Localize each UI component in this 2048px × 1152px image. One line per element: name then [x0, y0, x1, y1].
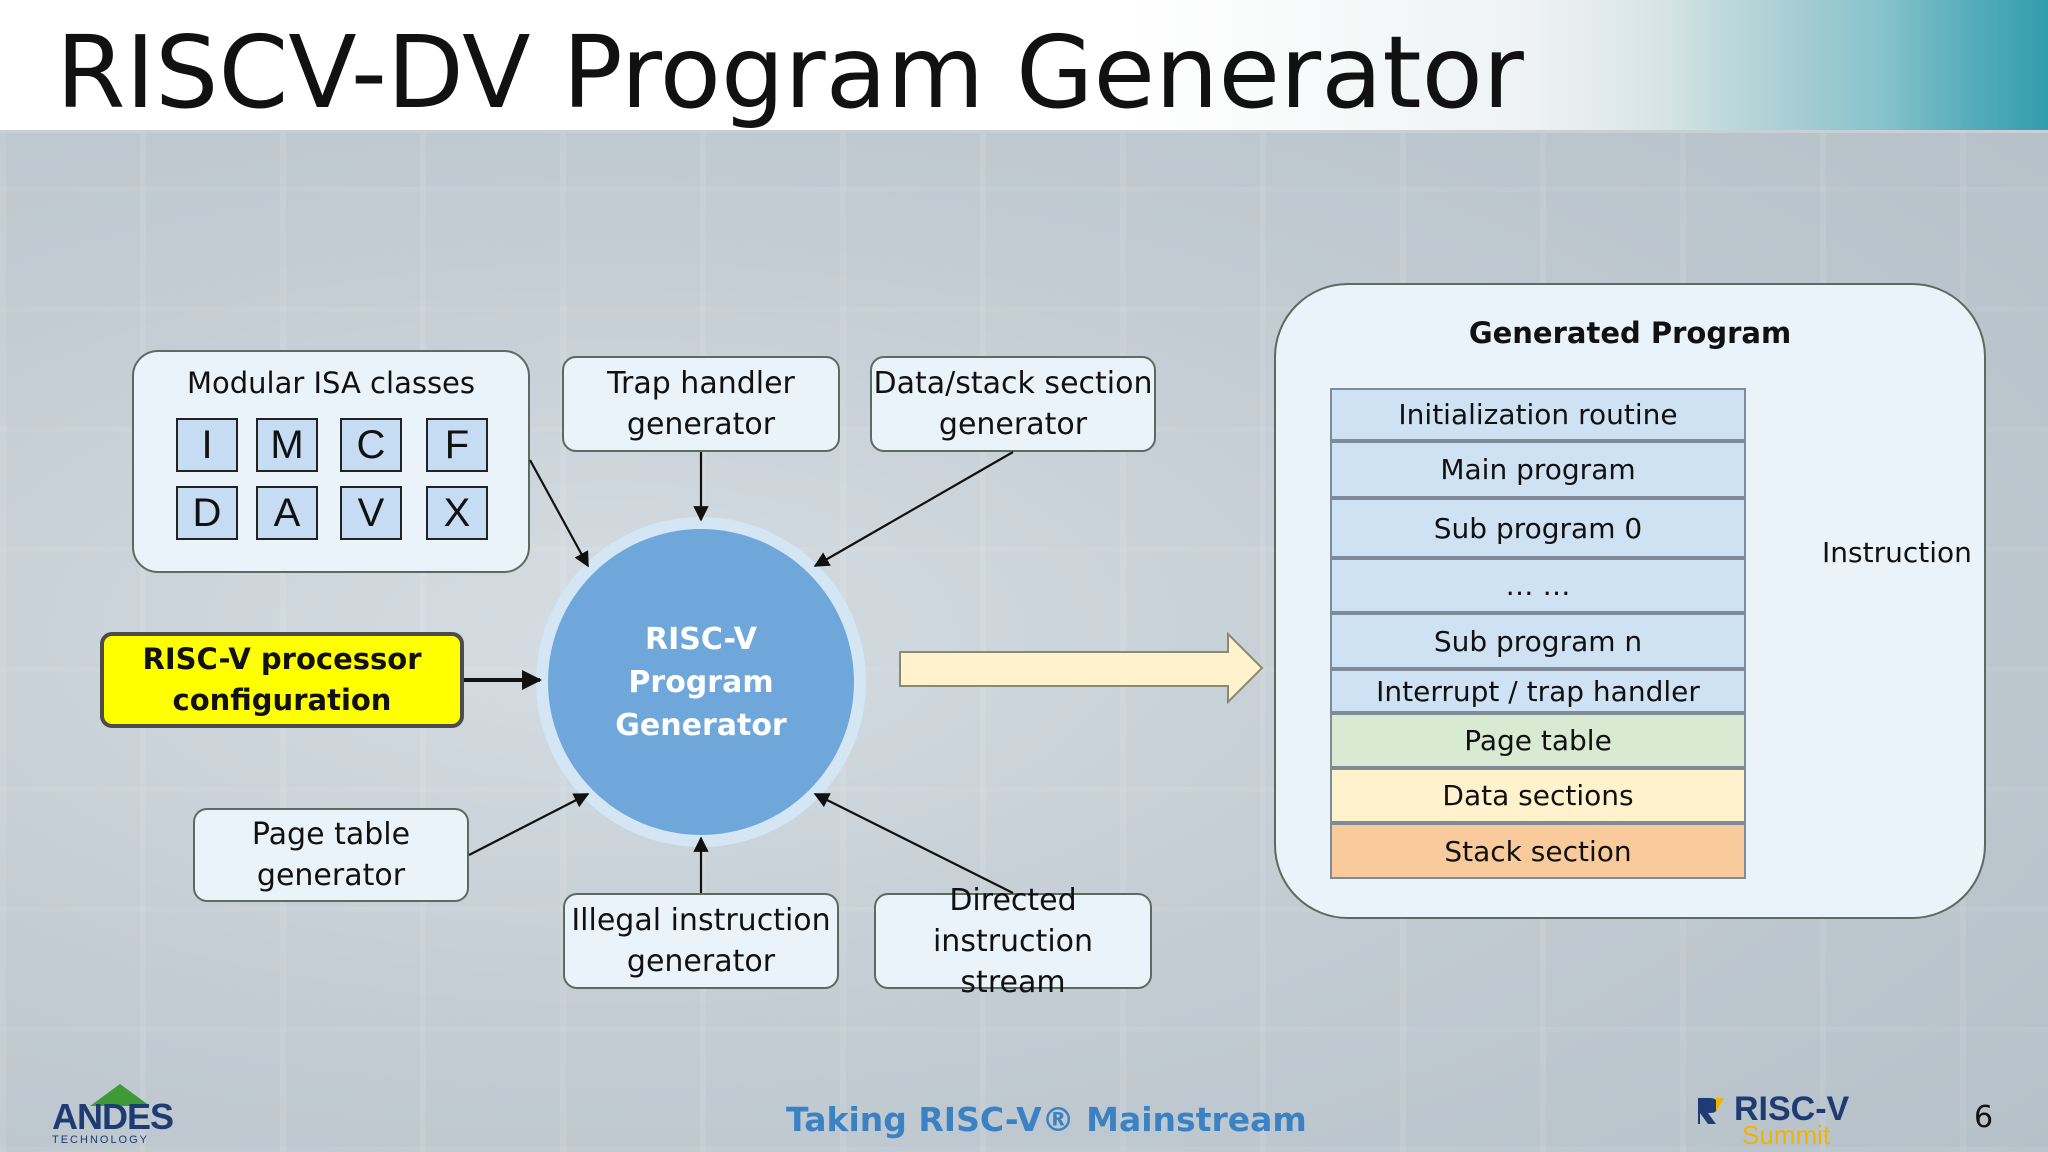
risc-v-summit-logo: RISC-V Summit: [1696, 1086, 1896, 1150]
risc-v-program-generator-node: RISC-V Program Generator: [548, 529, 854, 835]
program-section-row: Initialization routine: [1330, 388, 1746, 441]
box-line: generator: [626, 944, 776, 979]
node-line: Generator: [615, 707, 787, 743]
box-line: instruction stream: [932, 923, 1094, 1000]
title-bar: RISCV-DV Program Generator: [0, 0, 2048, 133]
program-section-row: Sub program n: [1330, 613, 1746, 669]
isa-cell: A: [256, 486, 318, 540]
isa-cell: X: [426, 486, 488, 540]
box-line: generator: [256, 858, 406, 893]
page-number: 6: [1974, 1100, 1994, 1135]
node-line: RISC-V: [644, 621, 758, 657]
isa-cell: F: [426, 418, 488, 472]
program-section-row: Sub program 0: [1330, 498, 1746, 558]
footer-tagline: Taking RISC-V® Mainstream: [786, 1100, 1307, 1139]
isa-cell: I: [176, 418, 238, 472]
processor-configuration-box: RISC-V processor configuration: [100, 632, 464, 728]
risc-v-mark-icon: [1698, 1098, 1724, 1124]
header-art: [1668, 0, 2048, 130]
program-section-row: … …: [1330, 558, 1746, 613]
data-stack-generator-box: Data/stack section generator: [870, 356, 1156, 452]
isa-box-title: Modular ISA classes: [186, 366, 476, 400]
box-line: Directed: [949, 882, 1077, 918]
node-line: Program: [628, 664, 774, 700]
program-section-row: Main program: [1330, 441, 1746, 498]
generated-program-title: Generated Program: [1468, 316, 1792, 350]
box-line: generator: [626, 407, 776, 442]
risc-v-logo-sub: Summit: [1742, 1120, 1831, 1150]
modular-isa-classes-box: Modular ISA classes I M C F D A V X: [132, 350, 530, 573]
box-line: RISC-V processor: [142, 642, 422, 676]
box-line: generator: [938, 407, 1088, 442]
program-section-row: Stack section: [1330, 823, 1746, 879]
instruction-bracket-label: Instruction: [1822, 536, 1972, 569]
slide-title: RISCV-DV Program Generator: [56, 14, 1524, 131]
andes-logo-word: ANDES: [52, 1096, 174, 1137]
isa-cell: V: [340, 486, 402, 540]
andes-logo: ANDES TECHNOLOGY: [52, 1084, 192, 1146]
directed-instruction-stream-box: Directed instruction stream: [874, 883, 1152, 1000]
risc-v-logo-word: RISC-V: [1734, 1090, 1850, 1128]
program-section-row: Data sections: [1330, 768, 1746, 823]
page-table-generator-box: Page table generator: [193, 808, 469, 902]
box-line: Page table: [251, 817, 411, 852]
mountain-icon: [90, 1084, 150, 1106]
isa-cell: M: [256, 418, 318, 472]
program-section-row: Interrupt / trap handler: [1330, 669, 1746, 713]
trap-handler-generator-box: Trap handler generator: [562, 356, 840, 452]
box-line: configuration: [172, 683, 392, 717]
andes-logo-sub: TECHNOLOGY: [52, 1134, 150, 1146]
box-line: Illegal instruction: [571, 903, 831, 938]
program-section-row: Page table: [1330, 713, 1746, 768]
isa-cell: C: [340, 418, 402, 472]
illegal-instruction-generator-box: Illegal instruction generator: [563, 893, 839, 989]
isa-cell: D: [176, 486, 238, 540]
box-line: Trap handler: [607, 366, 795, 401]
box-line: Data/stack section: [873, 366, 1153, 401]
